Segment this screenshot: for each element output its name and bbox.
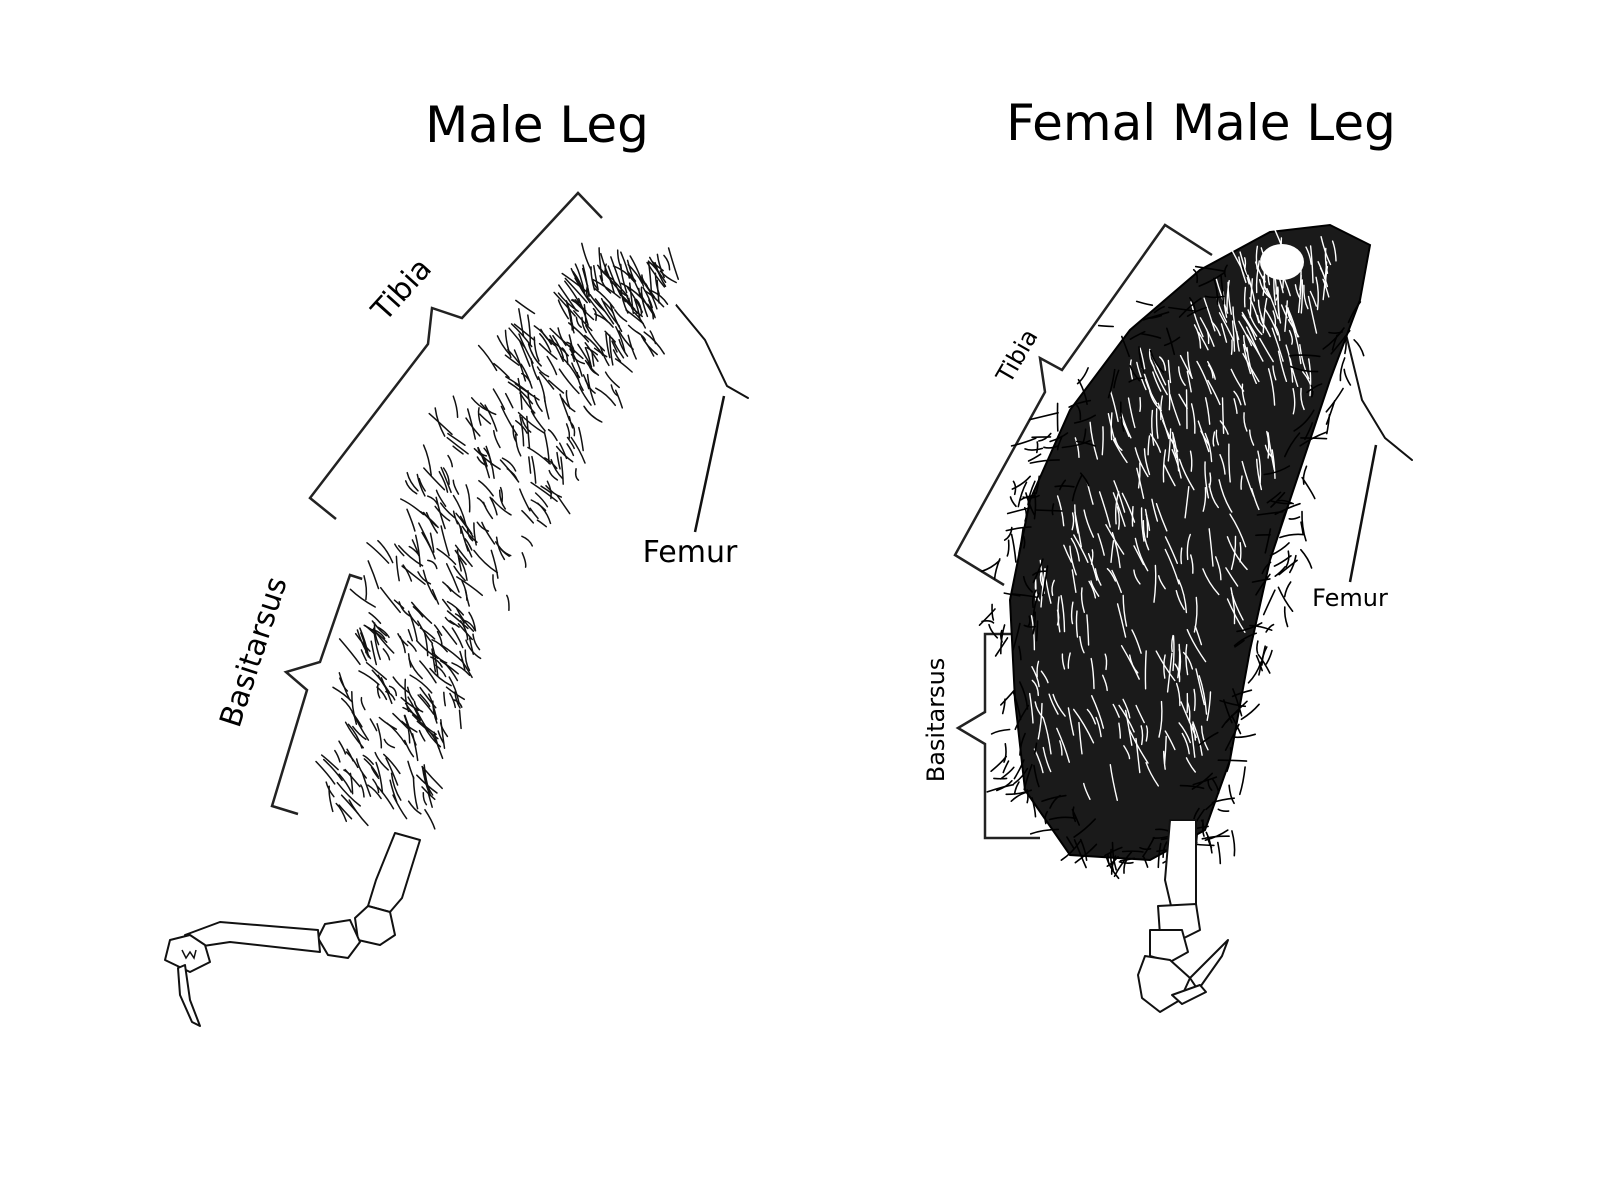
male-tarsal-segment-1 <box>368 833 420 912</box>
hair-stroke <box>989 625 997 638</box>
hair-stroke <box>1123 851 1143 852</box>
male-leg-hair <box>316 243 690 852</box>
hair-stroke <box>992 730 1010 734</box>
hair-stroke <box>1229 785 1234 803</box>
hair-stroke <box>1181 548 1182 563</box>
hair-stroke <box>1280 534 1303 537</box>
female-basitarsus-label: Basitarsus <box>922 658 950 783</box>
hair-stroke <box>1037 621 1038 641</box>
male-tarsus <box>165 833 420 1026</box>
hair-stroke <box>1001 625 1005 654</box>
male-leg-title: Male Leg <box>425 96 649 154</box>
hair-stroke <box>1099 326 1114 327</box>
female-femur-label: Femur <box>1312 584 1388 612</box>
hair-stroke <box>1025 508 1027 521</box>
female-leg-panel: Femal Male Leg Tibia Basitarsus Femur <box>922 94 1412 1012</box>
male-basitarsus-label: Basitarsus <box>213 573 294 732</box>
hair-stroke <box>1285 582 1291 597</box>
hair-stroke <box>1218 809 1228 811</box>
hair-stroke <box>1256 535 1270 536</box>
male-leg-panel: Male Leg Tibia Basitarsus Femur <box>165 96 748 1026</box>
male-femur-outline <box>672 300 748 398</box>
hair-stroke <box>1240 767 1245 794</box>
male-tibia-label: Tibia <box>364 251 439 328</box>
male-tarsal-segment-3 <box>318 920 360 958</box>
female-leg-hair <box>980 223 1371 878</box>
male-femur-label: Femur <box>643 535 738 570</box>
hair-stroke <box>1289 517 1299 519</box>
hair-stroke <box>1245 287 1246 306</box>
female-joint-patch <box>1260 244 1304 280</box>
hair-stroke <box>1001 767 1014 779</box>
hair-stroke <box>1301 550 1312 568</box>
female-claw-upper <box>1190 940 1228 990</box>
hair-stroke <box>1285 607 1288 626</box>
hair-stroke <box>1029 454 1041 461</box>
hair-stroke <box>1037 442 1038 453</box>
hair-stroke <box>1302 478 1315 499</box>
hair-stroke <box>1264 590 1275 614</box>
hair-stroke <box>1055 486 1074 487</box>
hair-stroke <box>1011 497 1017 506</box>
hair-stroke <box>557 496 570 514</box>
male-femur-leader <box>695 396 724 532</box>
hair-stroke <box>1218 843 1221 864</box>
hair-stroke <box>1004 744 1006 762</box>
hair-stroke <box>1234 734 1256 737</box>
hair-stroke <box>1327 401 1335 424</box>
hair-stroke <box>1025 448 1042 450</box>
hair-stroke <box>1232 340 1233 354</box>
hair-stroke <box>1232 831 1235 856</box>
male-leg-silhouette <box>330 262 690 852</box>
hair-stroke <box>1007 540 1009 556</box>
hair-stroke <box>1111 413 1112 440</box>
hair-stroke <box>1102 427 1103 455</box>
hair-stroke <box>1266 651 1272 664</box>
hair-stroke <box>1187 390 1188 429</box>
hair-stroke <box>1140 398 1141 412</box>
hair-stroke <box>1344 369 1350 385</box>
hair-stroke <box>1035 510 1062 511</box>
hair-stroke <box>329 786 333 811</box>
hair-stroke <box>1257 641 1258 653</box>
hair-stroke <box>982 621 994 623</box>
hair-stroke <box>1012 534 1016 562</box>
hair-stroke <box>1326 389 1343 412</box>
male-claw <box>178 965 200 1026</box>
hair-stroke <box>1145 651 1146 689</box>
hair-stroke <box>425 810 435 829</box>
hair-stroke <box>1345 337 1346 354</box>
hair-stroke <box>1218 760 1246 761</box>
female-tarsal-segment-1 <box>1165 820 1196 910</box>
female-femur-outline <box>1345 330 1412 460</box>
hair-stroke <box>1001 690 1015 705</box>
female-femur-leader <box>1350 445 1376 582</box>
female-leg-title: Femal Male Leg <box>1006 94 1396 152</box>
hair-stroke <box>1137 301 1153 305</box>
male-tarsal-segment-2 <box>355 906 395 945</box>
hair-stroke <box>664 255 670 269</box>
hair-stroke <box>1078 368 1089 384</box>
hair-stroke <box>1015 782 1019 794</box>
hair-stroke <box>1012 438 1036 446</box>
female-tibia-label: Tibia <box>990 324 1043 388</box>
